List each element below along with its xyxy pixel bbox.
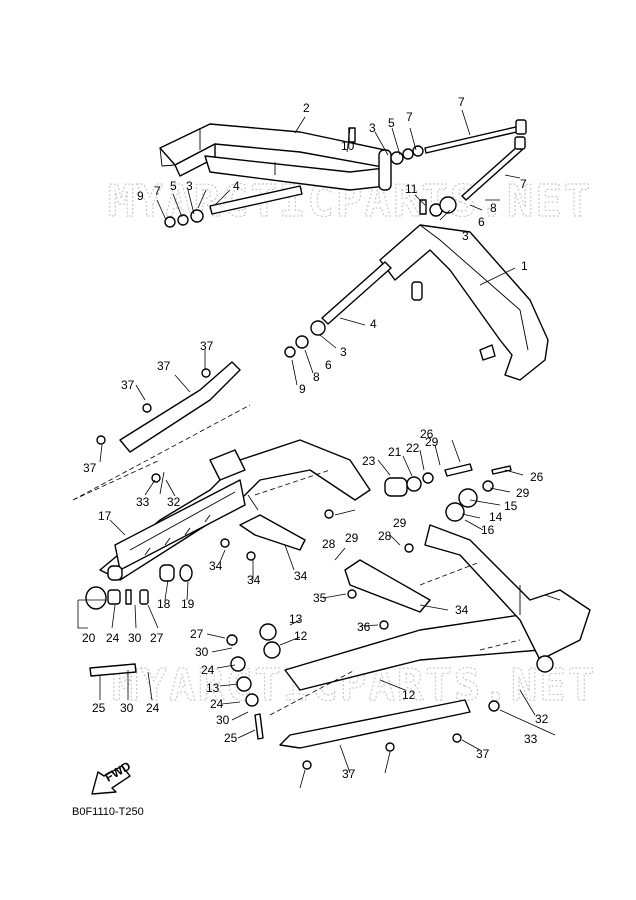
callout-24c: 24 [106,631,120,645]
callout-5b: 5 [170,179,177,193]
skid-plate-33-upper[interactable] [239,514,306,551]
callout-14: 14 [489,510,503,524]
callout-3b: 3 [186,179,193,193]
callout-16: 16 [481,523,495,537]
upper-arm-2[interactable] [159,123,392,191]
callout-7b: 7 [154,184,161,198]
callout-5: 5 [388,116,395,130]
callout-24b: 24 [210,697,224,711]
callout-13: 13 [206,681,220,695]
callout-29b: 29 [516,486,530,500]
callout-9: 10 [341,139,355,153]
callout-36: 37 [157,359,171,373]
callout-30d: 30 [120,701,134,715]
callout-37c: 37 [83,461,97,475]
callout-3d: 3 [340,345,347,359]
callout-31b: 32 [535,712,549,726]
callout-30b: 30 [216,713,230,727]
callout-34b: 34 [247,573,261,587]
chain-guard-36[interactable] [119,361,241,453]
callout-20: 20 [82,631,96,645]
assembly-line-3 [419,561,521,651]
callout-23: 23 [362,454,376,468]
callout-9b: 11 [405,182,418,196]
bolt-set[interactable] [96,368,500,770]
callout-30: 30 [195,645,209,659]
center-bushing-group[interactable] [226,623,281,740]
callout-7d: 8 [313,370,320,384]
callout-22: 22 [406,441,420,455]
callout-32b: 33 [524,732,538,746]
callout-3c: 3 [462,229,469,243]
pivot-pin-4-upper[interactable] [209,185,303,215]
callout-17: 17 [98,509,112,523]
callout-6: 7 [458,95,465,109]
rear-arm-10[interactable] [284,524,591,691]
callout-29c: 29 [345,531,359,545]
callout-8b: 9 [299,382,306,396]
callout-24d: 24 [146,701,160,715]
callout-27: 27 [190,627,204,641]
callout-12: 13 [289,612,303,626]
bolt-6-diagonal[interactable] [461,136,526,201]
callout-8: 9 [137,189,144,203]
callout-26b: 26 [530,470,544,484]
callout-7c: 8 [490,201,497,215]
assembly-line-1 [72,404,251,501]
callout-33b: 34 [455,603,469,617]
callout-34c: 35 [313,591,327,605]
skid-plate-33-lower[interactable] [344,559,431,613]
skid-plate-35[interactable] [279,699,471,749]
callout-32: 33 [136,495,150,509]
pivot-pin-4-lower[interactable] [321,261,392,325]
callout-34: 34 [209,559,223,573]
callout-7: 7 [406,110,413,124]
callout-15: 15 [504,499,518,513]
lower-arm-1[interactable] [379,224,549,381]
callout-25b: 25 [92,701,106,715]
assembly-line-2 [254,469,356,716]
callout-26: 26 [420,427,434,441]
forward-arrow: FWD [91,759,133,795]
callout-31: 32 [167,495,181,509]
callout-11: 12 [294,629,308,643]
callout-37d: 37 [476,747,490,761]
callout-37b: 37 [121,378,135,392]
callout-33: 34 [294,569,308,583]
washer-stack-lower[interactable] [284,196,457,358]
callout-29d: 29 [393,516,407,530]
diagram-code: B0F1110-T250 [72,806,144,818]
callout-25: 25 [224,731,238,745]
callout-34d: 36 [357,620,371,634]
callout-10: 12 [402,688,416,702]
callout-19: 19 [181,597,195,611]
swingarm-17[interactable] [99,439,371,581]
callout-29: 29 [425,435,439,449]
callout-27b: 27 [150,631,164,645]
callout-21: 21 [388,445,402,459]
callout-6b: 7 [520,177,527,191]
callout-24: 24 [201,663,215,677]
leader-lines [77,109,556,789]
callout-2: 2 [303,101,310,115]
callout-4b: 4 [370,317,377,331]
callout-5c: 6 [478,215,485,229]
callout-37a: 37 [200,339,214,353]
bolt-6-upper[interactable] [424,119,527,154]
callout-4: 4 [233,179,240,193]
callout-30c: 30 [128,631,142,645]
callout-18: 18 [157,597,171,611]
callout-28b: 28 [378,529,392,543]
washer-stack-upper-left[interactable] [164,209,204,228]
callout-3: 3 [369,121,376,135]
callout-1: 1 [521,259,528,273]
callout-labels: 2 10 3 5 7 7 4 3 5 7 9 7 11 8 6 3 1 4 3 … [82,95,549,781]
callout-5d: 6 [325,358,332,372]
callout-28: 28 [322,537,336,551]
left-bushing-group[interactable] [85,564,193,677]
callout-35: 37 [342,767,356,781]
